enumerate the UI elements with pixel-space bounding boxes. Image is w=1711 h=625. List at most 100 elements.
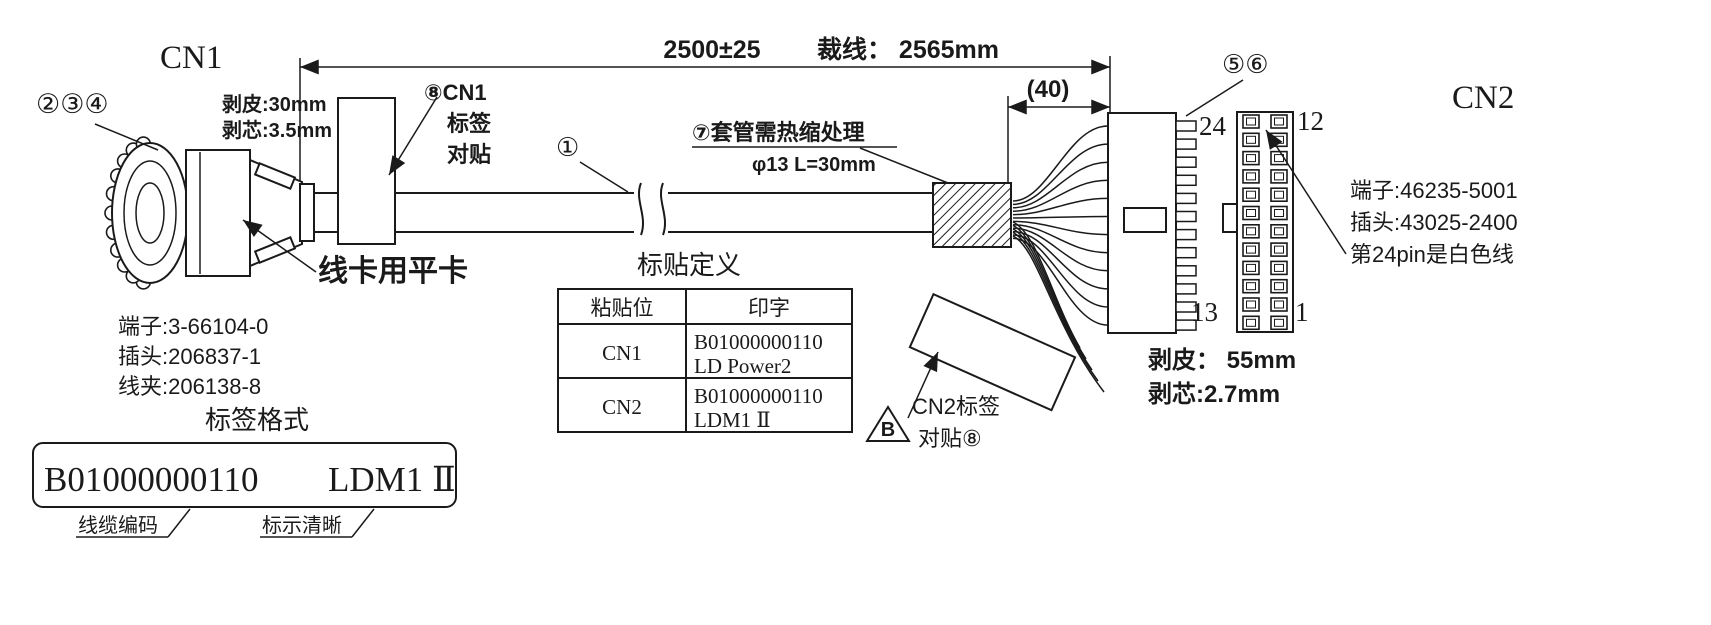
cn2-housing	[1107, 112, 1197, 334]
grid-cell-inner	[1246, 135, 1256, 144]
grid-cell-inner	[1274, 172, 1284, 181]
revision-letter: B	[881, 419, 895, 441]
grid-cell	[1242, 278, 1260, 294]
wire	[1012, 161, 1109, 209]
housing-pin	[1175, 156, 1197, 168]
cn2-terminal: 端子:46235-5001	[1350, 178, 1518, 203]
cn1-label-sticker	[337, 96, 438, 245]
table-row-print-2: LD Power2	[694, 354, 791, 378]
cn1-strip-core: 剥芯:3.5mm	[222, 118, 332, 142]
revision-triangle	[865, 405, 911, 442]
grid-cell	[1242, 169, 1260, 184]
cn1-cable-entry	[299, 183, 315, 242]
callout-234-leader	[94, 123, 159, 151]
grid-cell-inner	[1246, 117, 1256, 126]
grid-cell	[1270, 278, 1288, 294]
sleeve-leader	[859, 147, 949, 184]
cn2-housing-pins	[1175, 120, 1197, 331]
grid-cell-inner	[1274, 318, 1284, 327]
housing-pin	[1175, 120, 1197, 132]
grid-cell-inner	[1246, 245, 1256, 254]
grid-cell	[1270, 224, 1288, 239]
cut-length-label: 裁线： 2565mm	[817, 35, 999, 64]
grid-cell	[1242, 205, 1260, 221]
grid-cell	[1270, 242, 1288, 257]
grid-cell-inner	[1274, 190, 1284, 199]
grid-cell	[1270, 205, 1288, 221]
cn2-pin24-note: 第24pin是白色线	[1350, 242, 1514, 267]
grid-cell-inner	[1246, 263, 1256, 272]
cn1-body	[185, 149, 251, 277]
cn2-grid-cells	[1242, 114, 1288, 331]
label-code: B01000000110	[44, 460, 259, 499]
grid-cell-inner	[1274, 300, 1284, 309]
cn1-clamp-screw-top	[253, 162, 297, 190]
wire	[1012, 235, 1105, 393]
cn2-title: CN2	[1452, 80, 1514, 116]
wire	[1012, 230, 1109, 290]
grid-cell	[1242, 132, 1260, 148]
dimension-overall: 2500±25 裁线： 2565mm	[299, 35, 1111, 196]
revision-marker: B	[865, 405, 911, 442]
cn2-sticker-arrow	[907, 351, 939, 419]
cn2-strip-jacket: 剥皮： 55mm	[1148, 347, 1296, 374]
table-col-print: 印字	[748, 297, 790, 320]
dim-total-label: 2500±25	[663, 36, 760, 64]
sleeve-spec: φ13 L=30mm	[752, 154, 876, 176]
cn2-grid-latch	[1222, 203, 1238, 233]
grid-cell	[1242, 224, 1260, 239]
table-row-pos: CN1	[602, 341, 642, 365]
caption-clear-mark: 标示清晰	[262, 514, 342, 537]
grid-cell-inner	[1274, 263, 1284, 272]
table-col-pos: 粘贴位	[591, 297, 654, 320]
grid-cell-inner	[1246, 300, 1256, 309]
grid-cell	[1242, 114, 1260, 129]
sleeve-note: ⑦套管需热缩处理	[692, 120, 865, 145]
table-border	[557, 288, 853, 433]
cn2-sticker-rect	[908, 292, 1077, 412]
housing-pin	[1175, 301, 1197, 313]
cable-callout-1: ①	[556, 132, 579, 162]
pin-24-label: 24	[1199, 111, 1227, 141]
wire	[1012, 125, 1109, 202]
cn2-grid-body	[1236, 111, 1294, 333]
cn1-label-callout: ⑧CN1	[424, 80, 487, 105]
housing-pin	[1175, 246, 1197, 259]
caption-leader	[351, 508, 375, 538]
cn1-connector	[94, 123, 315, 290]
label-format-title: 标签格式	[205, 405, 309, 435]
wire	[1012, 231, 1099, 382]
pin24-note-arrow	[1265, 129, 1347, 255]
pin-1-label: 1	[1295, 297, 1309, 327]
label-format: 标签格式 B01000000110 LDM1 Ⅱ 线缆编码 标示清晰	[32, 405, 457, 538]
grid-cell-inner	[1246, 227, 1256, 236]
wire	[1012, 215, 1109, 219]
housing-pin	[1175, 283, 1197, 295]
cn2-label-note-1: CN2标签	[912, 394, 1000, 419]
grid-cell-inner	[1274, 245, 1284, 254]
clamp-note-arrow	[242, 219, 317, 273]
cn2-plug: 插头:43025-2400	[1350, 210, 1518, 235]
label-format-box	[32, 442, 457, 508]
dimension-40: (40)	[1007, 76, 1110, 182]
sticker-table: 标贴定义 粘贴位 印字 CN1 B01000000110 LD Power2 C…	[557, 250, 853, 433]
grid-cell-inner	[1246, 282, 1256, 291]
cn1-label-note-3: 对贴	[447, 142, 491, 167]
cn1-face-inner	[135, 182, 165, 244]
grid-cell	[1270, 297, 1288, 312]
grid-cell	[1242, 315, 1260, 331]
cn2-label-sticker	[908, 292, 1077, 412]
cn1-sticker-arrow	[388, 96, 438, 176]
wire	[1012, 227, 1109, 272]
caption-cable-code: 线缆编码	[78, 514, 158, 537]
wire	[1012, 197, 1109, 216]
table-row-pos: CN2	[602, 395, 642, 419]
housing-pin	[1175, 138, 1197, 150]
housing-pin	[1175, 265, 1197, 277]
grid-cell-inner	[1274, 282, 1284, 291]
wire	[1012, 224, 1109, 254]
cn1-strip-jacket: 剥皮:30mm	[222, 92, 326, 116]
cable-break-mark	[660, 182, 666, 236]
wire-bundle	[1012, 125, 1109, 393]
